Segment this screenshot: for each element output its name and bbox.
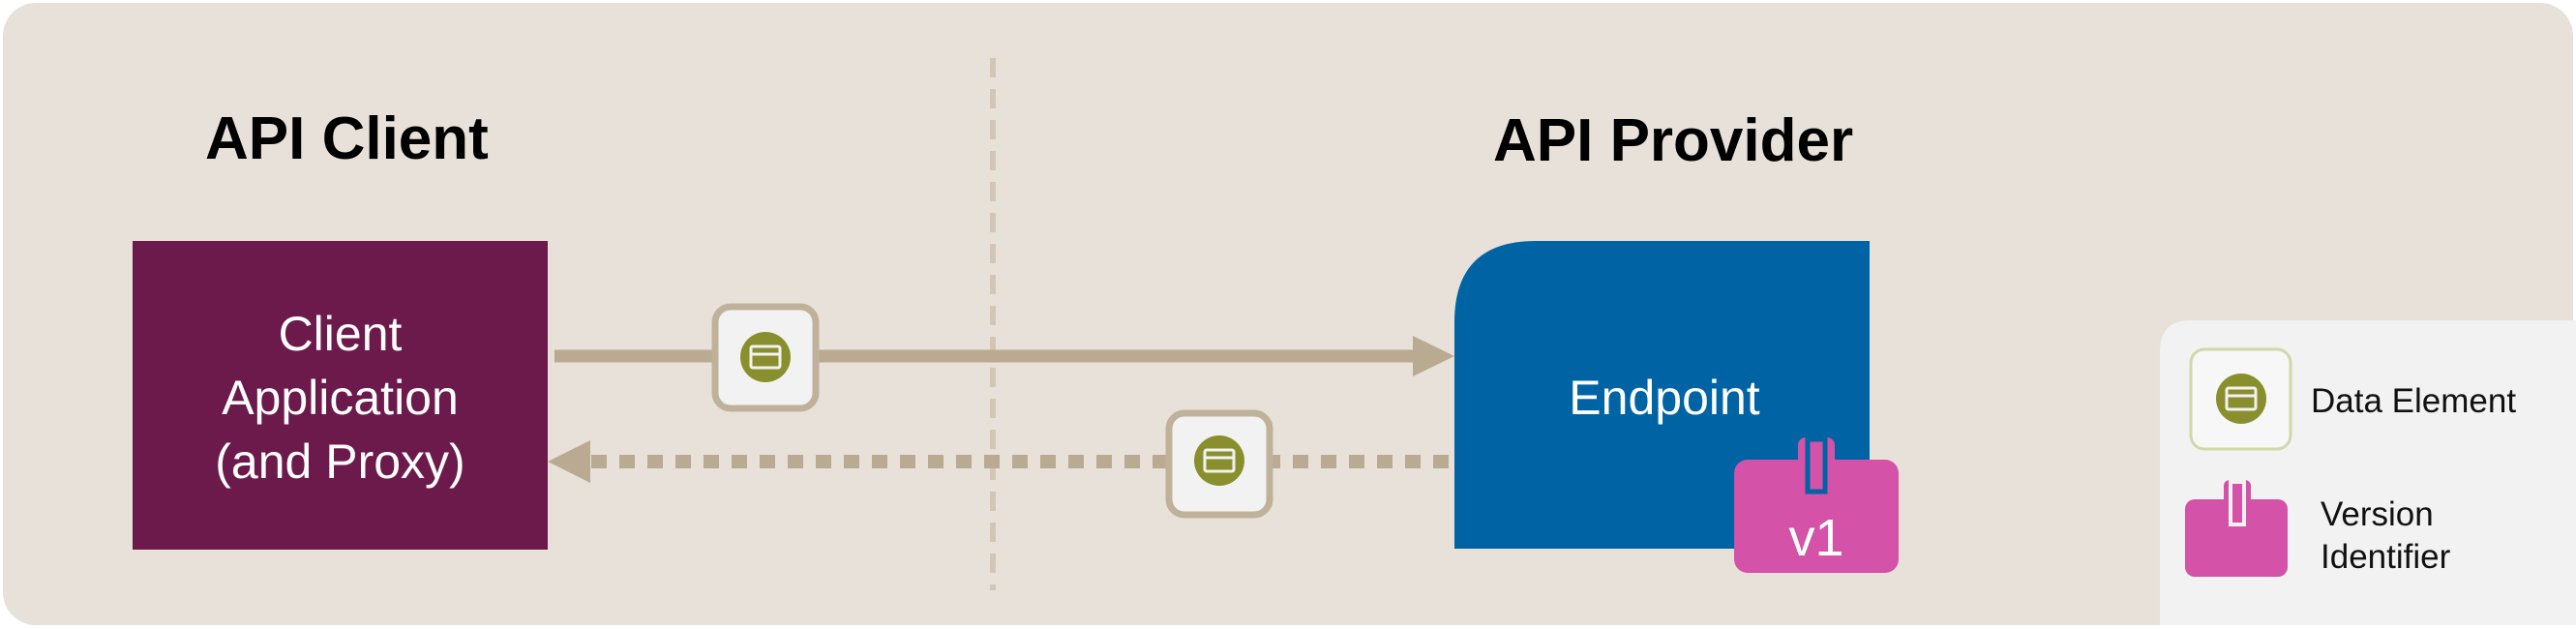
legend-data-element-icon (2189, 347, 2292, 451)
response-arrowhead (548, 440, 590, 483)
response-data-element-icon (1165, 409, 1273, 519)
request-arrowhead (1413, 336, 1454, 376)
client-application-label: Client Application (and Proxy) (133, 302, 548, 494)
client-label-line-2: Application (222, 371, 459, 425)
client-label-line-1: Client (278, 307, 403, 361)
legend-version-identifier-icon (2185, 480, 2288, 577)
api-client-heading: API Client (205, 105, 489, 172)
version-tag-text: v1 (1788, 509, 1843, 567)
endpoint-version-tag: v1 (1734, 436, 1899, 573)
diagram-background (3, 3, 2573, 625)
client-application-box (133, 241, 548, 550)
endpoint-label: Endpoint (1569, 371, 1760, 425)
request-data-element-icon (711, 303, 820, 412)
legend-version-line-2: Identifier (2321, 538, 2451, 576)
api-provider-heading: API Provider (1493, 107, 1854, 174)
client-label-line-3: (and Proxy) (215, 434, 465, 489)
legend-data-element-label: Data Element (2311, 382, 2517, 420)
legend-version-line-1: Version (2321, 495, 2434, 533)
legend-version-identifier-label: Version Identifier (2321, 494, 2450, 579)
